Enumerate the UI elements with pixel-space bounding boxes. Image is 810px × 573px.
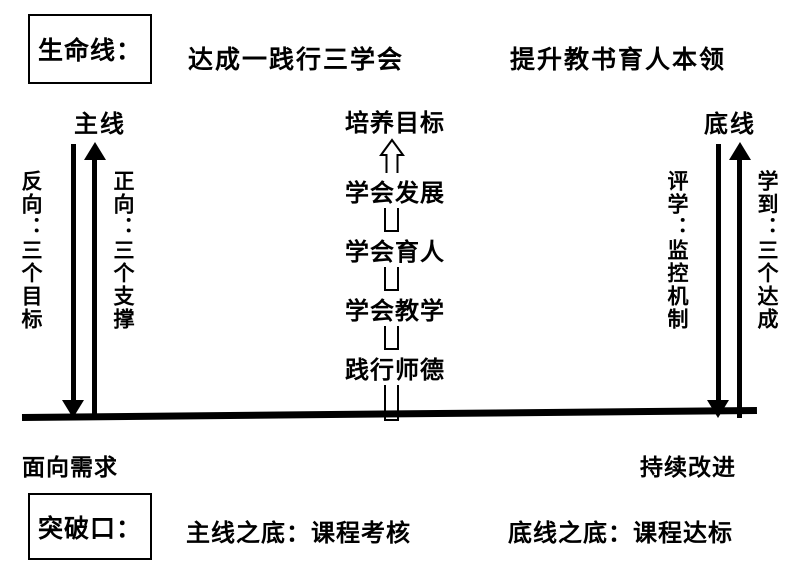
right-up-arrow-shaft — [737, 159, 742, 418]
right-header: 提升教书育人本领 — [510, 47, 727, 74]
left-up-caption: 正向：三个支撑 — [111, 170, 135, 331]
left-arrow-up-icon — [84, 142, 106, 160]
lifeline-key-label: 生命线： — [37, 38, 142, 65]
left-down-arrow-shaft — [71, 144, 76, 402]
main-line-bottom-text: 主线之底：课程考核 — [186, 521, 411, 547]
ladder-node-2: 学会育人 — [330, 232, 460, 267]
right-down-caption: 评学：监控机制 — [665, 170, 689, 331]
left-up-arrow-shaft — [92, 159, 97, 418]
footer-right-note: 持续改进 — [640, 455, 736, 480]
right-down-arrow-shaft — [716, 144, 721, 402]
breakthrough-key-label: 突破口： — [37, 515, 142, 543]
ladder-node-4: 践行师德 — [330, 350, 460, 385]
lifeline-key-box: 生命线： — [28, 14, 152, 84]
ladder-node-0: 培养目标 — [330, 103, 460, 138]
left-down-caption: 反向：三个目标 — [19, 170, 43, 331]
ladder-node-1: 学会发展 — [330, 173, 460, 208]
breakthrough-key-box: 突破口： — [28, 493, 152, 560]
left-pillar-label: 主线 — [74, 112, 126, 138]
right-up-caption: 学到：三个达成 — [755, 170, 779, 331]
right-arrow-up-icon — [729, 142, 751, 160]
center-header: 达成一践行三学会 — [188, 47, 405, 74]
footer-left-note: 面向需求 — [22, 455, 118, 480]
right-pillar-label: 底线 — [704, 112, 756, 138]
base-line-bottom-text: 底线之底：课程达标 — [508, 521, 733, 547]
hollow-arrow-up-icon — [379, 138, 405, 177]
ladder-node-3: 学会教学 — [330, 291, 460, 326]
